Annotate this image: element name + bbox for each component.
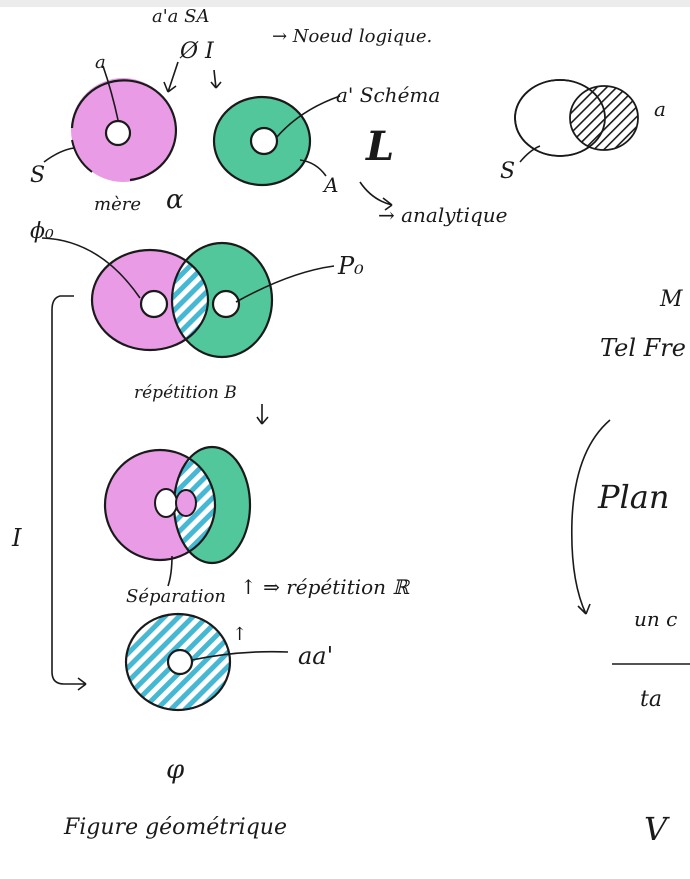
right-bracket — [570, 419, 611, 615]
line-phi0 — [41, 237, 141, 299]
line-p0 — [235, 265, 335, 303]
label-separation: Séparation — [126, 586, 226, 607]
label-s-left: S — [30, 163, 45, 188]
label-a-prime-schema: a' Schéma — [336, 83, 440, 107]
label-aa-prime: aa' — [298, 642, 333, 670]
line-right-s — [519, 145, 541, 163]
label-mere: mère — [94, 194, 141, 215]
line-s-to-ring — [43, 147, 75, 163]
venn-repetition-b — [90, 241, 274, 359]
pink-ring-mere — [70, 78, 178, 182]
green-ring-schema — [212, 95, 312, 187]
label-p-zero: P₀ — [337, 252, 364, 280]
label-alpha: α — [166, 185, 184, 215]
cyan-ring-aa — [124, 612, 232, 712]
label-a-right: a — [654, 97, 666, 121]
label-s-right: S — [500, 159, 515, 184]
line-a-to-center — [102, 65, 119, 121]
line-aa-prime — [191, 650, 289, 661]
right-fragment-1: M — [659, 287, 683, 312]
label-analytique: → analytique — [378, 203, 508, 227]
label-repetition-r: ↑ ⇒ répétition ℝ — [240, 575, 410, 599]
right-venn — [514, 79, 639, 157]
line-a-prime — [275, 95, 341, 139]
label-repetition-b: répétition B — [134, 383, 237, 403]
label-aa-sa: a'a SA — [152, 6, 209, 27]
venn-separation — [103, 445, 252, 565]
label-a-top: a — [95, 52, 106, 73]
right-fragment-4: un c — [634, 607, 677, 631]
line-separation — [167, 555, 173, 587]
label-noeud-logique: → Noeud logique. — [272, 26, 432, 47]
arrow-down-1 — [256, 404, 269, 425]
label-a-cap: A — [322, 173, 338, 197]
label-arrow-up: ↑ — [232, 624, 247, 645]
label-phi-i: Ø I — [179, 39, 215, 64]
right-fragment-2: Tel Fre — [600, 334, 686, 362]
bracket-i — [51, 295, 87, 691]
label-figure-geometrique: Figure géométrique — [63, 815, 287, 840]
label-phi-zero: ϕ₀ — [30, 219, 54, 244]
right-fragment-5: ta — [640, 687, 662, 712]
arrow-analytique — [359, 181, 393, 211]
label-bracket-i: I — [11, 524, 22, 552]
line-big-a — [299, 159, 327, 177]
arrow-to-green — [210, 69, 222, 89]
label-psi: φ — [166, 755, 185, 785]
right-fragment-6: V — [644, 810, 670, 848]
arrow-to-pink — [163, 61, 179, 93]
label-l: L — [365, 123, 394, 170]
right-fragment-3: Plan — [597, 478, 669, 516]
